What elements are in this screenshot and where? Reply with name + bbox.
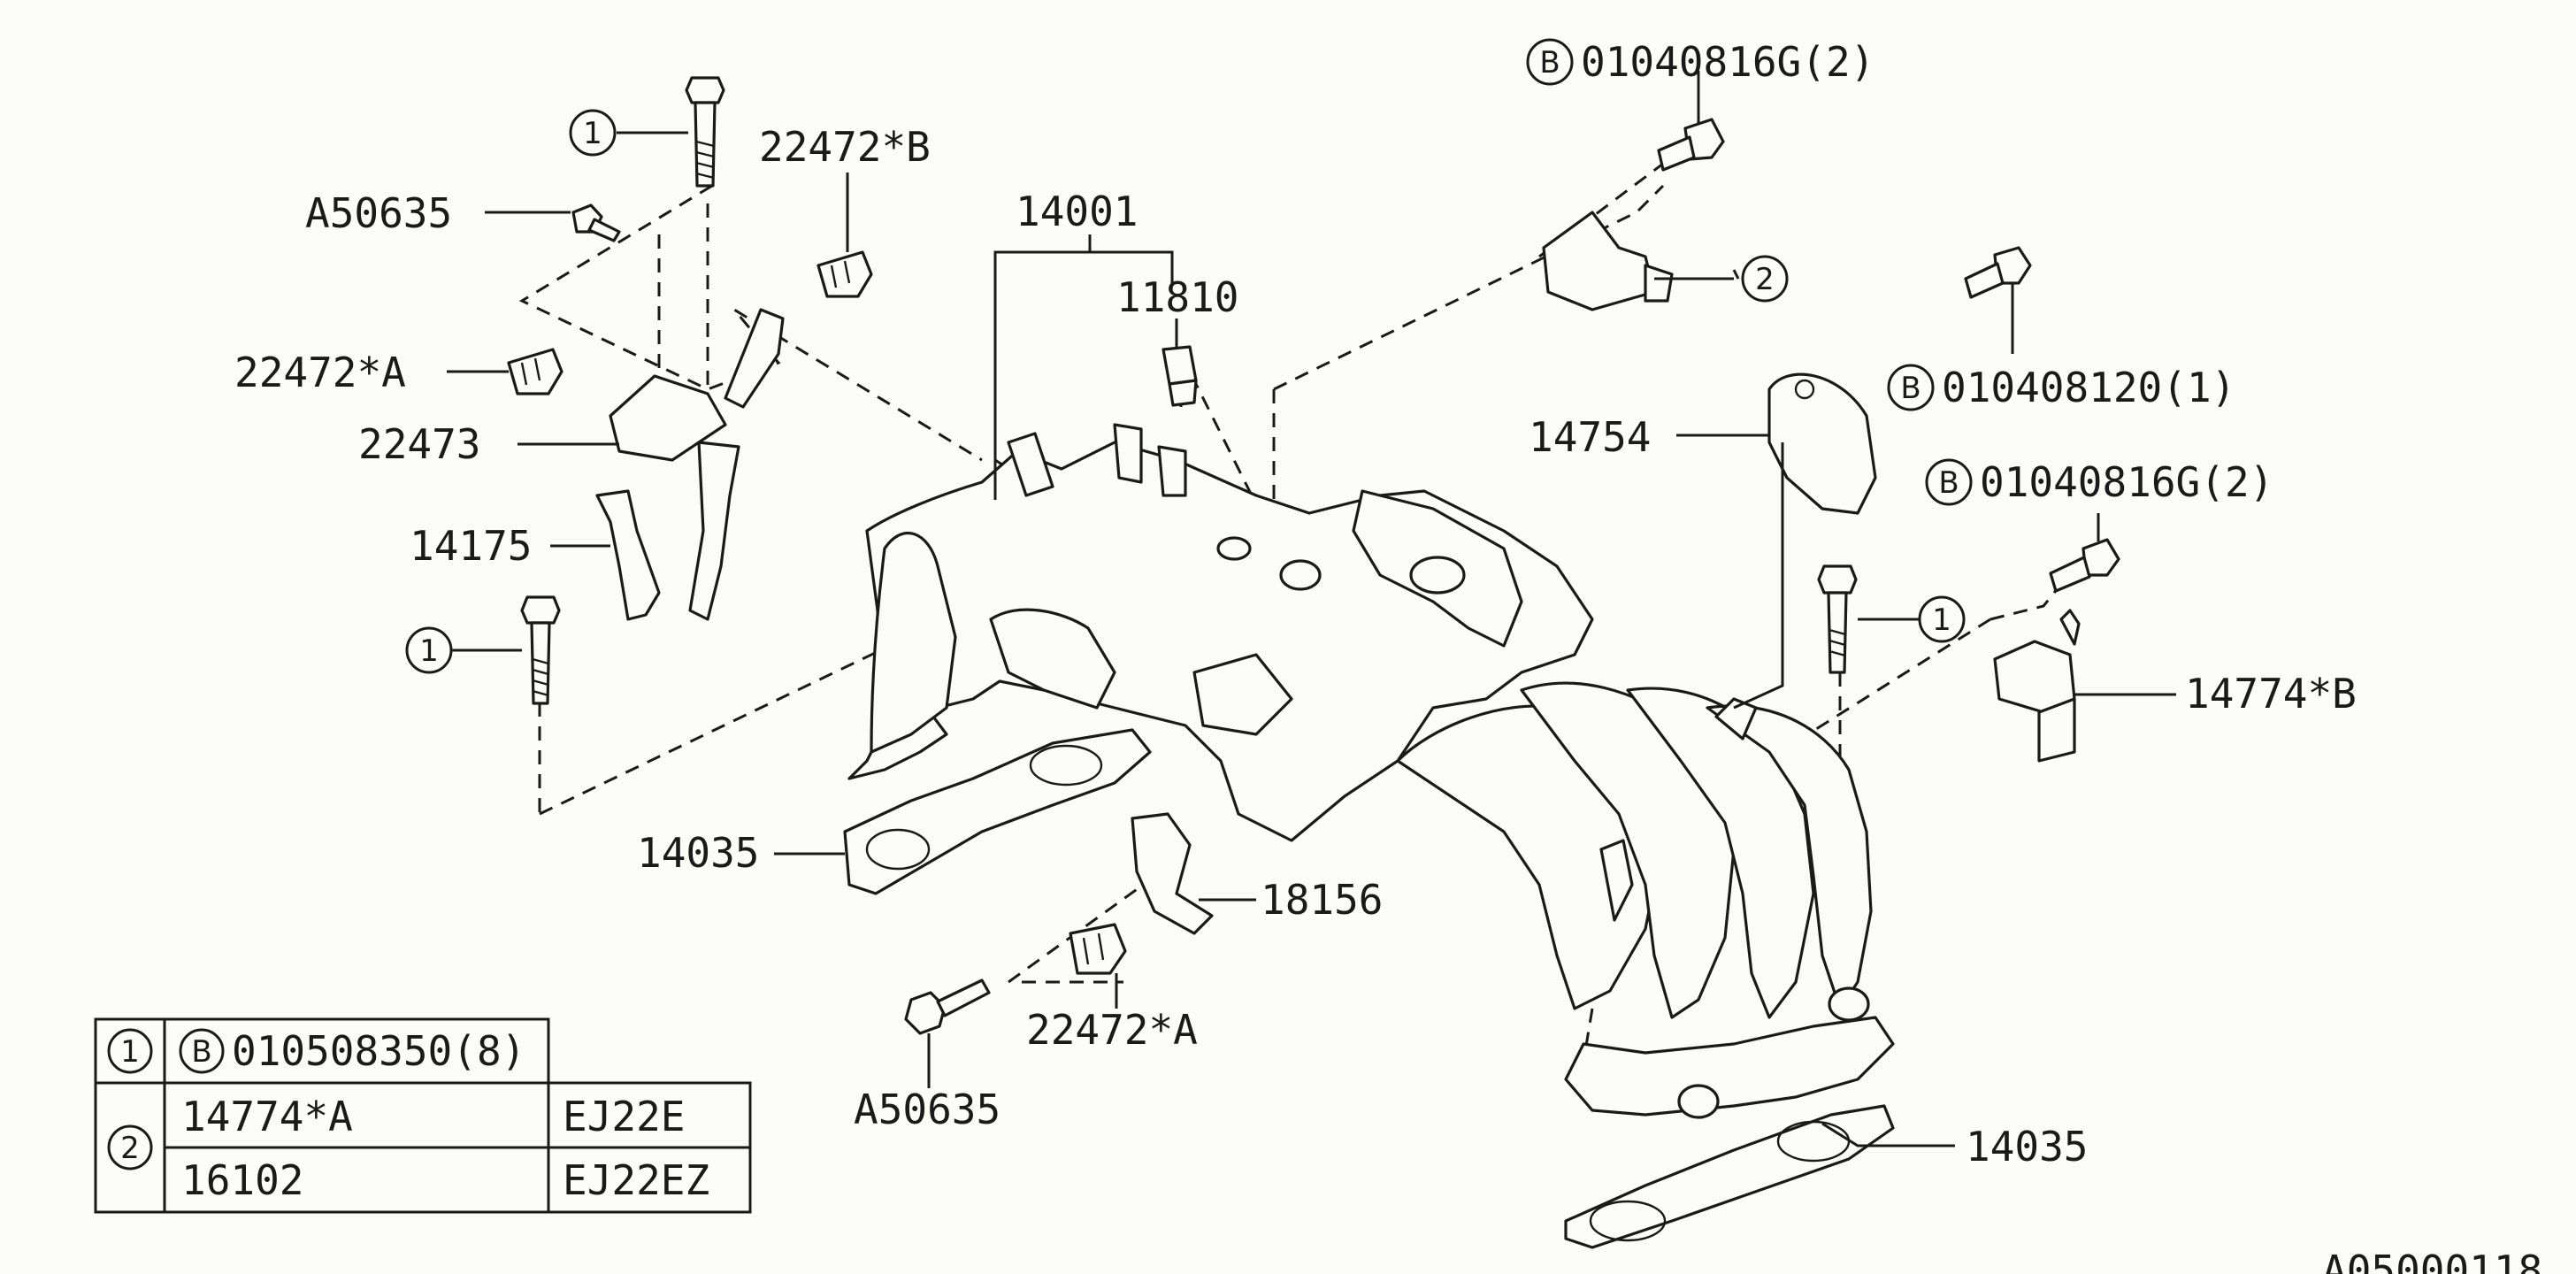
label-22472b: 22472*B (759, 123, 931, 171)
label-14774b: 14774*B (2185, 670, 2357, 718)
svg-text:1: 1 (583, 116, 602, 151)
label-22472a-left: 22472*A (234, 349, 406, 396)
label-22472a-bottom: 22472*A (1026, 1006, 1198, 1054)
marker-2-solenoid: 2 (1741, 255, 1789, 303)
svg-text:1: 1 (419, 633, 439, 669)
svg-text:B: B (191, 1034, 211, 1070)
label-a50635-top: A50635 (305, 189, 452, 237)
svg-text:B: B (1539, 45, 1560, 81)
svg-text:B: B (1900, 371, 1920, 406)
leader-lines (440, 71, 2176, 1147)
bolt-b-mid-icon (1964, 246, 2032, 299)
bolt-right-icon (1817, 564, 1858, 674)
bolt-a50635-bottom-icon (904, 979, 991, 1035)
solenoid-icon (1542, 211, 1674, 311)
marker-b-mid: B (1887, 364, 1935, 411)
svg-text:1: 1 (120, 1034, 140, 1070)
svg-text:2: 2 (120, 1131, 140, 1166)
small-bolt-icon (571, 203, 621, 242)
diagram-code: A05000118 (2322, 1247, 2542, 1274)
label-bolt-b-right: 01040816G(2) (1980, 458, 2273, 506)
legend-row3-engine: EJ22EZ (563, 1156, 709, 1204)
bolt-icon (685, 76, 725, 188)
label-22473: 22473 (358, 420, 480, 468)
label-18156: 18156 (1261, 876, 1383, 924)
plate-14754-icon (1767, 372, 1877, 515)
marker-1-left: 1 (405, 626, 453, 674)
label-a50635-bottom: A50635 (854, 1086, 1000, 1133)
label-14035-right: 14035 (1966, 1123, 2088, 1170)
svg-text:2: 2 (1755, 262, 1775, 297)
label-bolt-b-mid: 010408120(1) (1942, 364, 2235, 411)
gasket-14035-right-icon (1564, 1104, 1895, 1249)
sensor-14774b-icon (1993, 609, 2081, 763)
legend-marker-1: 1 (107, 1028, 153, 1074)
svg-text:1: 1 (1932, 602, 1951, 638)
clip-22472a-bottom-icon (1069, 923, 1127, 975)
intake-manifold-14001-icon (847, 423, 1895, 1119)
label-14175: 14175 (410, 522, 532, 570)
marker-1-right: 1 (1918, 595, 1966, 643)
gasket-14035-left-icon (843, 728, 1152, 895)
label-14001: 14001 (1016, 188, 1138, 235)
bolt-left-icon (520, 595, 561, 705)
label-11810: 11810 (1116, 273, 1238, 321)
legend-row2-part: 14774*A (181, 1093, 353, 1140)
legend-row2-engine: EJ22E (563, 1093, 685, 1140)
bracket-18156-icon (1131, 812, 1214, 935)
label-14754: 14754 (1529, 413, 1651, 461)
clip-22472a-left-icon (507, 348, 564, 395)
sensor-11810-icon (1162, 345, 1198, 407)
legend-row3-part: 16102 (181, 1156, 303, 1204)
marker-b-right: B (1925, 458, 1973, 506)
svg-text:B: B (1938, 465, 1959, 501)
legend-table: 1 B 010508350(8) 2 14774*A EJ22E 16102 E… (94, 1017, 752, 1214)
marker-b-top: B (1526, 38, 1574, 86)
clip-22472b-icon (816, 250, 873, 298)
legend-marker-2: 2 (107, 1124, 153, 1170)
bracket-22473-icon (609, 308, 785, 462)
legend-row1-value: 010508350(8) (232, 1027, 525, 1075)
bracket-14175-icon (595, 441, 740, 621)
legend-marker-b: B (179, 1028, 225, 1074)
bolt-b-top-icon (1657, 118, 1725, 172)
marker-1-top: 1 (569, 109, 617, 157)
label-bolt-b-top: 01040816G(2) (1581, 38, 1874, 86)
bolt-b-right-icon (2049, 538, 2120, 593)
label-14035-left: 14035 (637, 829, 759, 877)
